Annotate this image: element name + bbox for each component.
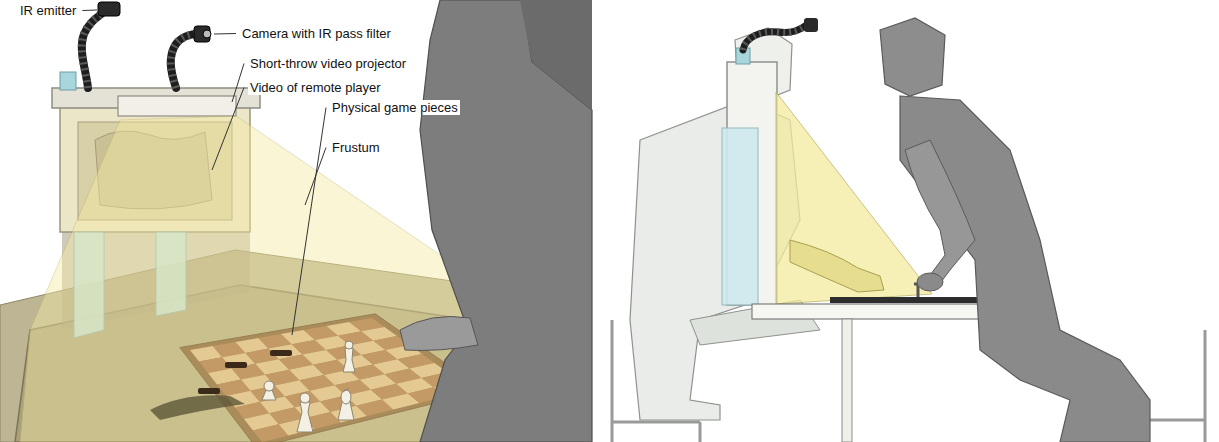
callout-label: Physical game pieces	[330, 100, 460, 115]
board-side	[830, 297, 1002, 303]
camera-head	[194, 26, 210, 42]
side-view	[600, 0, 1205, 442]
short-throw-projector	[118, 96, 236, 116]
white-pieces	[262, 341, 355, 432]
leader-line	[305, 148, 326, 206]
leader-line	[212, 88, 244, 171]
chess-piece	[338, 402, 354, 420]
chess-piece	[343, 348, 355, 372]
chess-piece	[343, 388, 349, 392]
remote-hand-video	[150, 395, 245, 420]
leader-line	[292, 108, 326, 336]
ir-emitter-gooseneck	[82, 10, 106, 88]
player-head-shade	[520, 0, 592, 110]
leader-line	[232, 64, 244, 103]
local-hand	[400, 317, 478, 351]
dark-piece	[270, 350, 292, 356]
callout-label: Video of remote player	[248, 80, 383, 95]
camera-head	[804, 18, 818, 32]
chess-piece	[297, 402, 313, 432]
chess-piece	[300, 393, 310, 403]
local-player-hand	[917, 273, 943, 291]
local-player-head-side	[880, 18, 945, 96]
ir-emitter-head	[98, 2, 120, 16]
local-player-body-side	[900, 96, 1150, 442]
callout-label: Short-throw video projector	[248, 56, 408, 71]
local-player	[420, 0, 592, 442]
leader-line	[82, 10, 97, 12]
dark-piece	[225, 362, 247, 368]
local-player-arm	[905, 140, 975, 290]
camera-lens	[203, 30, 211, 38]
remote-arm-projected	[790, 240, 884, 292]
chess-piece	[345, 341, 353, 349]
leader-line	[214, 33, 236, 35]
callout-label: IR emitter	[18, 3, 78, 18]
panel-gap	[600, 0, 601, 442]
mount-block	[60, 72, 76, 90]
gooseneck-segments	[82, 10, 106, 88]
camera-gooseneck	[743, 24, 808, 50]
callout-label: Camera with IR pass filter	[240, 26, 393, 41]
camera-gooseneck	[171, 34, 198, 88]
gooseneck-segments	[743, 24, 808, 50]
dark-piece	[198, 388, 220, 394]
table-leg	[842, 319, 852, 442]
glass-panel-side	[722, 128, 758, 305]
perspective-view	[0, 0, 592, 442]
gooseneck-segments	[171, 34, 198, 88]
callout-label: Frustum	[330, 140, 382, 155]
chess-piece	[341, 390, 351, 404]
chess-piece	[264, 381, 274, 391]
